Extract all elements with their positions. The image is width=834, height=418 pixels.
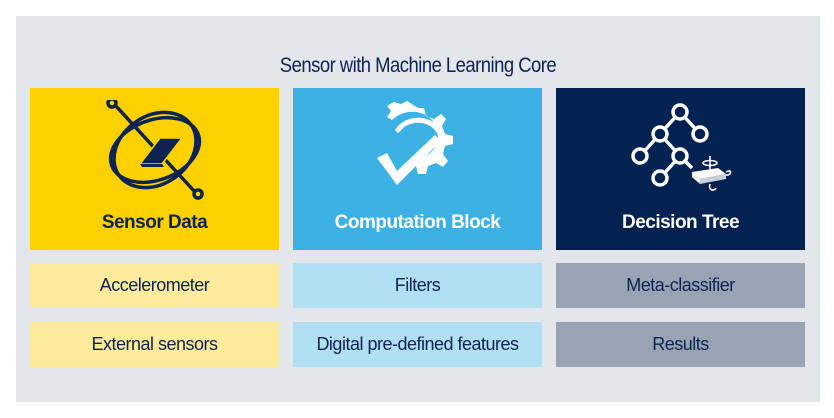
card-heading: Computation Block — [334, 212, 501, 233]
item-meta-classifier: Meta-classifier — [556, 263, 805, 308]
decision-tree-icon — [630, 103, 731, 191]
card-decision-tree: Decision Tree — [556, 88, 805, 250]
card-computation-block: Computation Block — [293, 88, 542, 250]
item-accelerometer: Accelerometer — [30, 263, 279, 308]
diagram-title: Sensor with Machine Learning Core — [279, 54, 557, 77]
item-filters: Filters — [293, 263, 542, 308]
gear-check-icon — [376, 101, 453, 185]
item-digital-features: Digital pre-defined features — [293, 322, 542, 367]
diagram-panel: Sensor with Machine Learning Core Sensor… — [16, 16, 820, 402]
item-results: Results — [556, 322, 805, 367]
card-heading: Decision Tree — [621, 212, 740, 233]
card-sensor-data: Sensor Data — [30, 88, 279, 250]
card-heading: Sensor Data — [101, 212, 208, 233]
gyroscope-sensor-icon — [105, 100, 204, 200]
item-external-sensors: External sensors — [30, 322, 279, 367]
